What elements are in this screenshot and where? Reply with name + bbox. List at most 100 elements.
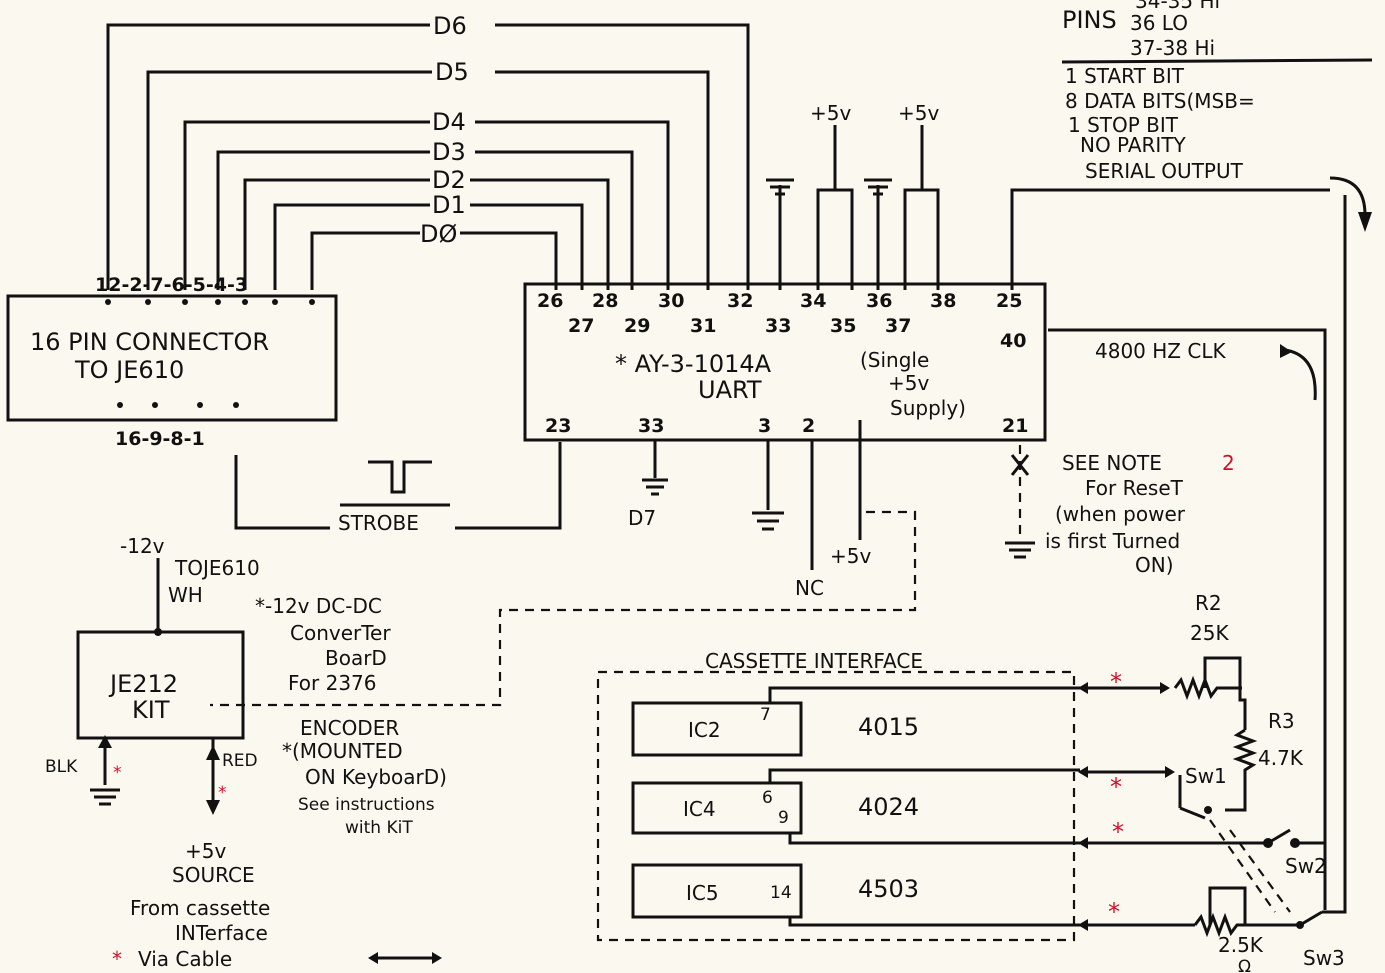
serial-output-wire — [1010, 188, 1330, 290]
format-parity: NO PARITY — [1080, 133, 1187, 157]
encoder-dashed-link — [210, 510, 917, 707]
reset-cross — [1010, 454, 1030, 476]
pins-36: 36 LO — [1130, 11, 1188, 35]
converter-4: For 2376 — [288, 671, 377, 695]
encoder-2: *(MOUNTED — [282, 739, 403, 763]
source-plus5v: +5v — [185, 839, 226, 863]
plus5v-top-b: +5v — [898, 101, 939, 125]
connector-bottom-pins: 16-9-8-1 — [115, 428, 205, 450]
uart-pin-40: 40 — [1000, 330, 1026, 352]
bus-d2: D2 — [432, 166, 466, 194]
converter-3: BoarD — [325, 646, 387, 670]
pins-37-38: 37-38 Hi — [1130, 36, 1215, 60]
format-data: 8 DATA BITS(MSB= — [1065, 89, 1255, 113]
reset-note-4: is first Turned — [1045, 529, 1180, 553]
ic2-name: IC2 — [688, 718, 721, 742]
svg-text:3: 3 — [758, 415, 771, 437]
plus5v-bottom: +5v — [830, 544, 871, 568]
red-label: RED — [222, 751, 258, 771]
source-label: SOURCE — [172, 863, 255, 887]
uart-title: * AY-3-1014A — [615, 350, 772, 378]
svg-text:37: 37 — [885, 315, 911, 337]
connector-top-pins: 12-2-7-6-5-4-3 — [95, 274, 248, 296]
r3-value: 4.7K — [1258, 746, 1304, 770]
strobe-wire — [234, 442, 562, 530]
ic4-name: IC4 — [683, 797, 716, 821]
svg-text:21: 21 — [1002, 415, 1028, 437]
reset-ground-symbol — [1005, 541, 1035, 559]
svg-text:33: 33 — [765, 315, 791, 337]
r2-value: 25K — [1190, 621, 1229, 645]
plus5v-top-a: +5v — [810, 101, 851, 125]
r3-label: R3 — [1268, 709, 1295, 733]
d7-label: D7 — [628, 506, 656, 530]
bus-d4: D4 — [432, 108, 466, 136]
uart-note-1: (Single — [860, 348, 929, 372]
r2-label: R2 — [1195, 591, 1222, 615]
svg-text:31: 31 — [690, 315, 716, 337]
svg-text:26: 26 — [537, 290, 563, 312]
serial-arrow-head — [1358, 212, 1372, 232]
to-je610-label: TOJE610 — [174, 556, 260, 580]
d7-ground-symbol — [642, 478, 668, 496]
uart-note-2: +5v — [888, 371, 929, 395]
cassette-title: CASSETTE INTERFACE — [705, 649, 923, 673]
pot-unit: Ω — [1238, 957, 1251, 973]
connector-top-dots — [105, 299, 315, 408]
pin36-ground-symbol — [864, 178, 892, 196]
ic5-pin: 14 — [770, 883, 792, 903]
star-2: * — [1110, 773, 1122, 801]
pot-value: 2.5K — [1218, 933, 1264, 957]
reset-note-number: 2 — [1222, 451, 1235, 475]
reset-note-3: (when power — [1055, 502, 1186, 526]
ic4-wire-b — [788, 833, 1080, 845]
ic4-pin: 6 — [762, 788, 773, 808]
cable-arrows — [1078, 682, 1265, 931]
svg-text:38: 38 — [930, 290, 956, 312]
blk-ground-symbol — [90, 788, 120, 806]
pins-37-38-supply — [903, 125, 940, 290]
ganged-linkage — [1209, 819, 1291, 913]
sw1-label: Sw1 — [1185, 764, 1227, 788]
ic2-box — [631, 701, 803, 757]
je212-subtitle: KIT — [132, 696, 170, 724]
sw2-label: Sw2 — [1285, 854, 1327, 878]
bus-d1: D1 — [432, 191, 466, 219]
svg-text:35: 35 — [830, 315, 856, 337]
uart-note-3: Supply) — [890, 396, 966, 420]
minus12v-label: -12v — [120, 534, 165, 558]
sw3-wire — [1322, 195, 1347, 914]
from-cassette-1: From cassette — [130, 896, 270, 920]
bus-d5: D5 — [435, 58, 469, 86]
pins-34-35-supply — [816, 125, 854, 290]
encoder-1: ENCODER — [300, 716, 399, 740]
svg-text:27: 27 — [568, 315, 594, 337]
wh-label: WH — [168, 583, 203, 607]
svg-text:36: 36 — [866, 290, 892, 312]
clock-arrow — [1284, 348, 1317, 401]
svg-text:2: 2 — [802, 415, 815, 437]
ic2-wire — [768, 686, 1080, 703]
pins-label: PINS — [1062, 6, 1117, 34]
ic4-wire-a — [768, 768, 1080, 783]
blk-label: BLK — [45, 757, 78, 777]
converter-1: *-12v DC-DC — [255, 594, 382, 618]
strobe-pulse — [368, 460, 432, 494]
serial-output-label: SERIAL OUTPUT — [1085, 159, 1244, 183]
reset-note-1: SEE NOTE — [1062, 451, 1162, 475]
via-cable-star: * — [112, 947, 122, 971]
uart-box — [523, 282, 1047, 442]
bus-d6: D6 — [433, 12, 467, 40]
bus-d3: D3 — [432, 138, 466, 166]
sw3-label: Sw3 — [1303, 946, 1345, 970]
pin33-ground-symbol — [766, 178, 794, 196]
ic4-box — [631, 781, 803, 835]
connector-subtitle: TO JE610 — [74, 356, 184, 384]
je212-title: JE212 — [108, 670, 178, 698]
reset-note-2: For ReseT — [1085, 476, 1184, 500]
svg-text:28: 28 — [592, 290, 618, 312]
ic5-name: IC5 — [686, 881, 719, 905]
clock-label: 4800 HZ CLK — [1095, 339, 1226, 363]
svg-text:34: 34 — [800, 290, 826, 312]
ic5-box — [631, 863, 803, 919]
